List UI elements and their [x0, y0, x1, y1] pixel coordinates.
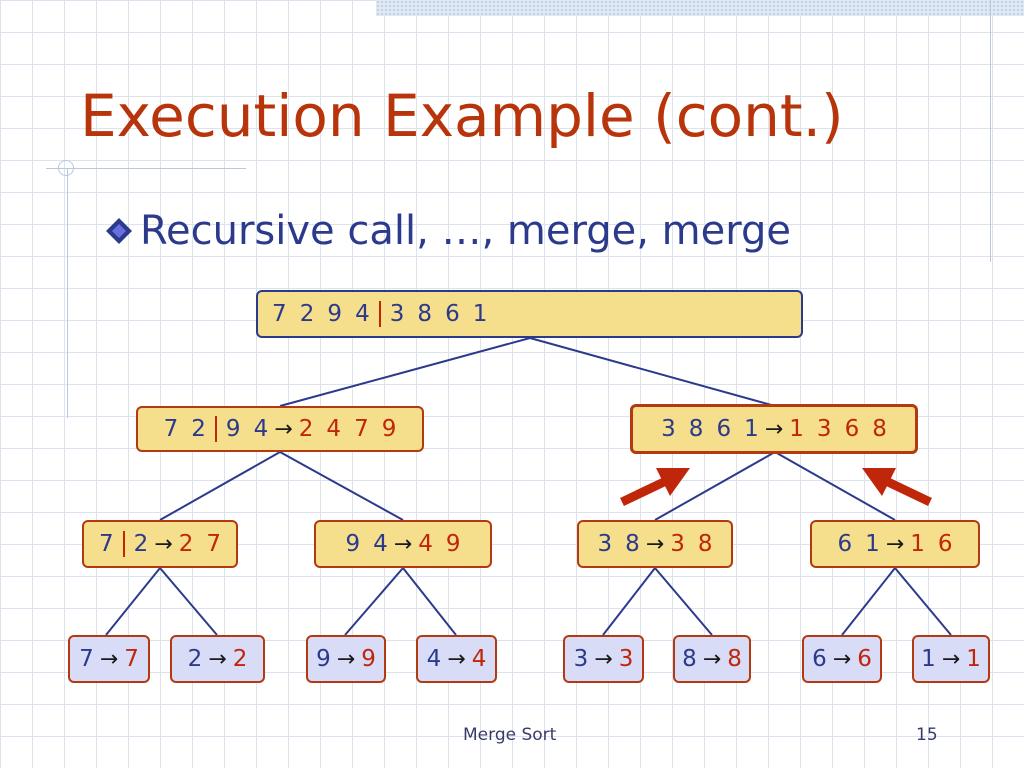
arrow-icon: → — [336, 646, 356, 672]
arrow-icon: → — [99, 646, 119, 672]
node-label: 3 — [573, 646, 589, 672]
node-label: 9 4 — [345, 531, 388, 557]
merge-arrow-right-icon — [862, 468, 932, 507]
tree-edge — [279, 337, 531, 407]
level1-node-right: 3 8 6 1 → 1 3 6 8 — [630, 404, 918, 454]
footer-text: Merge Sort — [463, 725, 557, 745]
node-label: 3 8 6 1 — [661, 416, 759, 442]
node-label: 9 — [316, 646, 331, 672]
tree-edge — [529, 337, 776, 407]
node-label: 7 — [79, 646, 94, 672]
split-marker — [214, 416, 217, 442]
node-label-right: 3 8 6 1 — [389, 301, 488, 327]
tree-edge — [654, 451, 776, 521]
node-result: 9 — [361, 646, 376, 672]
level2-node-2: 9 4 → 4 9 — [314, 520, 492, 568]
title-underline — [46, 168, 246, 169]
arrow-icon: → — [154, 531, 173, 557]
tree-edge — [159, 567, 218, 636]
tree-edge — [344, 567, 404, 636]
arrow-icon: → — [764, 416, 784, 442]
node-result: 2 4 7 9 — [298, 416, 397, 442]
merge-arrows — [620, 468, 932, 507]
node-result: 1 — [966, 646, 981, 672]
node-label-left: 7 2 9 4 — [272, 301, 370, 327]
node-result: 4 — [471, 646, 487, 672]
level2-node-3: 3 8 → 3 8 — [577, 520, 733, 568]
title-underline-circle — [58, 160, 74, 176]
split-marker — [122, 531, 125, 557]
tree-edge — [894, 567, 952, 636]
node-label-left: 7 — [98, 531, 114, 557]
arrow-icon: → — [274, 416, 293, 442]
slide-title: Execution Example (cont.) — [80, 82, 844, 150]
level2-node-1: 7 2 → 2 7 — [82, 520, 238, 568]
tree-edge — [159, 451, 281, 521]
node-result: 4 9 — [418, 531, 461, 557]
merge-arrow-left-icon — [620, 468, 690, 507]
leaf-node-3: 9 → 9 — [306, 635, 386, 683]
right-decorative-line — [990, 0, 991, 262]
node-label: 4 — [426, 646, 442, 672]
node-result: 2 7 — [178, 531, 222, 557]
leaf-node-4: 4 → 4 — [416, 635, 497, 683]
tree-edge — [841, 567, 896, 636]
arrow-icon: → — [447, 646, 466, 672]
tree-edge — [774, 451, 896, 521]
node-label: 6 — [812, 646, 827, 672]
leaf-node-6: 8 → 8 — [673, 635, 751, 683]
left-decorative-line — [67, 168, 68, 418]
arrow-icon: → — [393, 531, 413, 557]
bullet-text: Recursive call, …, merge, merge — [140, 208, 791, 254]
top-decorative-band — [376, 0, 1024, 16]
arrow-icon: → — [941, 646, 961, 672]
node-label: 8 — [682, 646, 697, 672]
tree-edges — [105, 337, 952, 636]
leaf-node-5: 3 → 3 — [563, 635, 644, 683]
tree-edge — [602, 567, 656, 636]
level2-node-4: 6 1 → 1 6 — [810, 520, 980, 568]
node-result: 8 — [727, 646, 742, 672]
node-label-right: 9 4 — [225, 416, 269, 442]
node-label-right: 2 — [133, 531, 149, 557]
arrow-icon: → — [594, 646, 613, 672]
node-result: 6 — [857, 646, 872, 672]
leaf-node-8: 1 → 1 — [912, 635, 990, 683]
arrow-icon: → — [832, 646, 852, 672]
tree-edge — [402, 567, 457, 636]
leaf-node-1: 7 → 7 — [68, 635, 150, 683]
leaf-node-2: 2 → 2 — [170, 635, 265, 683]
diamond-bullet-icon — [106, 218, 132, 244]
arrow-icon: → — [645, 531, 665, 557]
bullet-item: Recursive call, …, merge, merge — [104, 208, 791, 254]
node-result: 3 8 — [670, 531, 713, 557]
level1-node-left: 7 2 9 4 → 2 4 7 9 — [136, 406, 424, 452]
node-result: 2 — [232, 646, 248, 672]
page-number: 15 — [916, 725, 938, 745]
node-label: 1 — [921, 646, 936, 672]
leaf-node-7: 6 → 6 — [802, 635, 882, 683]
arrow-icon: → — [702, 646, 722, 672]
node-result: 1 6 — [910, 531, 953, 557]
arrow-icon: → — [208, 646, 227, 672]
node-label: 3 8 — [597, 531, 640, 557]
node-label: 2 — [187, 646, 203, 672]
tree-edge — [279, 451, 404, 521]
tree-edge — [654, 567, 713, 636]
node-result: 3 — [618, 646, 634, 672]
node-label-left: 7 2 — [163, 416, 206, 442]
arrow-icon: → — [885, 531, 905, 557]
node-result: 7 — [124, 646, 139, 672]
node-result: 1 3 6 8 — [789, 416, 887, 442]
root-node: 7 2 9 4 3 8 6 1 — [256, 290, 803, 338]
split-marker — [378, 301, 381, 327]
tree-edge — [105, 567, 161, 636]
node-label: 6 1 — [837, 531, 880, 557]
